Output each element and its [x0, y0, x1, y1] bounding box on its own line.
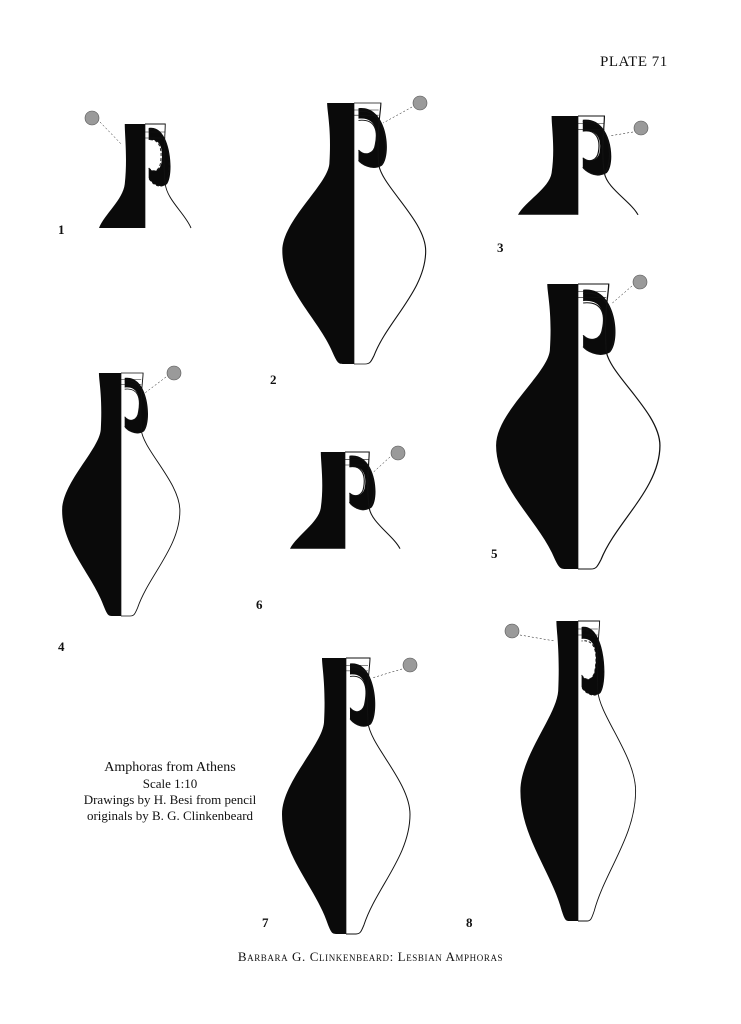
amphora-drawing-1 [84, 110, 192, 229]
figure-number-6: 6 [256, 597, 263, 612]
clay-sample-icon-6 [390, 445, 406, 461]
running-footer: Barbara G. Clinkenbeard: Lesbian Amphora… [237, 949, 504, 964]
amphora-drawing-7 [282, 657, 418, 935]
section-profile-5 [496, 284, 616, 569]
sample-leader-line-5 [611, 285, 633, 305]
plate-label: PLATE 71 [600, 54, 668, 70]
section-profile-3 [518, 116, 612, 215]
clay-sample-icon-5 [632, 274, 648, 290]
clay-sample-icon-3 [633, 120, 649, 136]
exterior-profile-3 [577, 115, 639, 216]
clay-sample-icon-8 [504, 623, 520, 639]
sample-leader-line-1 [99, 121, 122, 145]
figure-number-8: 8 [466, 915, 473, 930]
exterior-profile-2 [353, 102, 427, 365]
section-profile-6 [290, 452, 376, 549]
amphora-drawing-3 [518, 115, 649, 216]
section-profile-1 [99, 124, 171, 228]
plate-caption: Amphoras from Athens Scale 1:10 Drawings… [60, 760, 280, 824]
section-profile-8 [520, 621, 605, 921]
figure-number-7: 7 [262, 915, 269, 930]
sample-leader-line-6 [373, 456, 391, 473]
exterior-profile-5 [577, 283, 661, 570]
figure-number-4: 4 [58, 639, 65, 654]
amphora-drawing-8 [504, 620, 637, 922]
sample-leader-line-2 [382, 106, 413, 124]
amphora-drawing-5 [496, 274, 661, 570]
exterior-profile-8 [577, 620, 637, 922]
caption-title: Amphoras from Athens [104, 760, 236, 775]
figure-number-2: 2 [270, 372, 277, 387]
section-profile-4 [62, 373, 149, 616]
figure-number-3: 3 [497, 240, 504, 255]
caption-credit-line-1: Drawings by H. Besi from pencil [83, 792, 257, 807]
exterior-profile-1 [144, 123, 192, 229]
sample-leader-line-8 [519, 634, 555, 642]
clay-sample-icon-7 [402, 657, 418, 673]
caption-scale: Scale 1:10 [142, 776, 198, 791]
section-profile-2 [282, 103, 387, 364]
exterior-profile-7 [345, 657, 411, 935]
sample-leader-line-7 [371, 668, 403, 679]
figure-number-1: 1 [58, 222, 65, 237]
exterior-profile-6 [344, 451, 401, 550]
exterior-profile-4 [120, 372, 181, 617]
figure-number-5: 5 [491, 546, 498, 561]
caption-credit-line-2: originals by B. G. Clinkenbeard [86, 808, 254, 823]
sample-leader-line-4 [144, 376, 167, 394]
amphora-drawing-6 [290, 445, 406, 550]
clay-sample-icon-4 [166, 365, 182, 381]
amphora-drawing-4 [62, 365, 182, 617]
section-profile-7 [282, 658, 376, 934]
clay-sample-icon-1 [84, 110, 100, 126]
clay-sample-icon-2 [412, 95, 428, 111]
amphora-drawing-2 [282, 95, 428, 365]
sample-leader-line-3 [609, 131, 634, 137]
